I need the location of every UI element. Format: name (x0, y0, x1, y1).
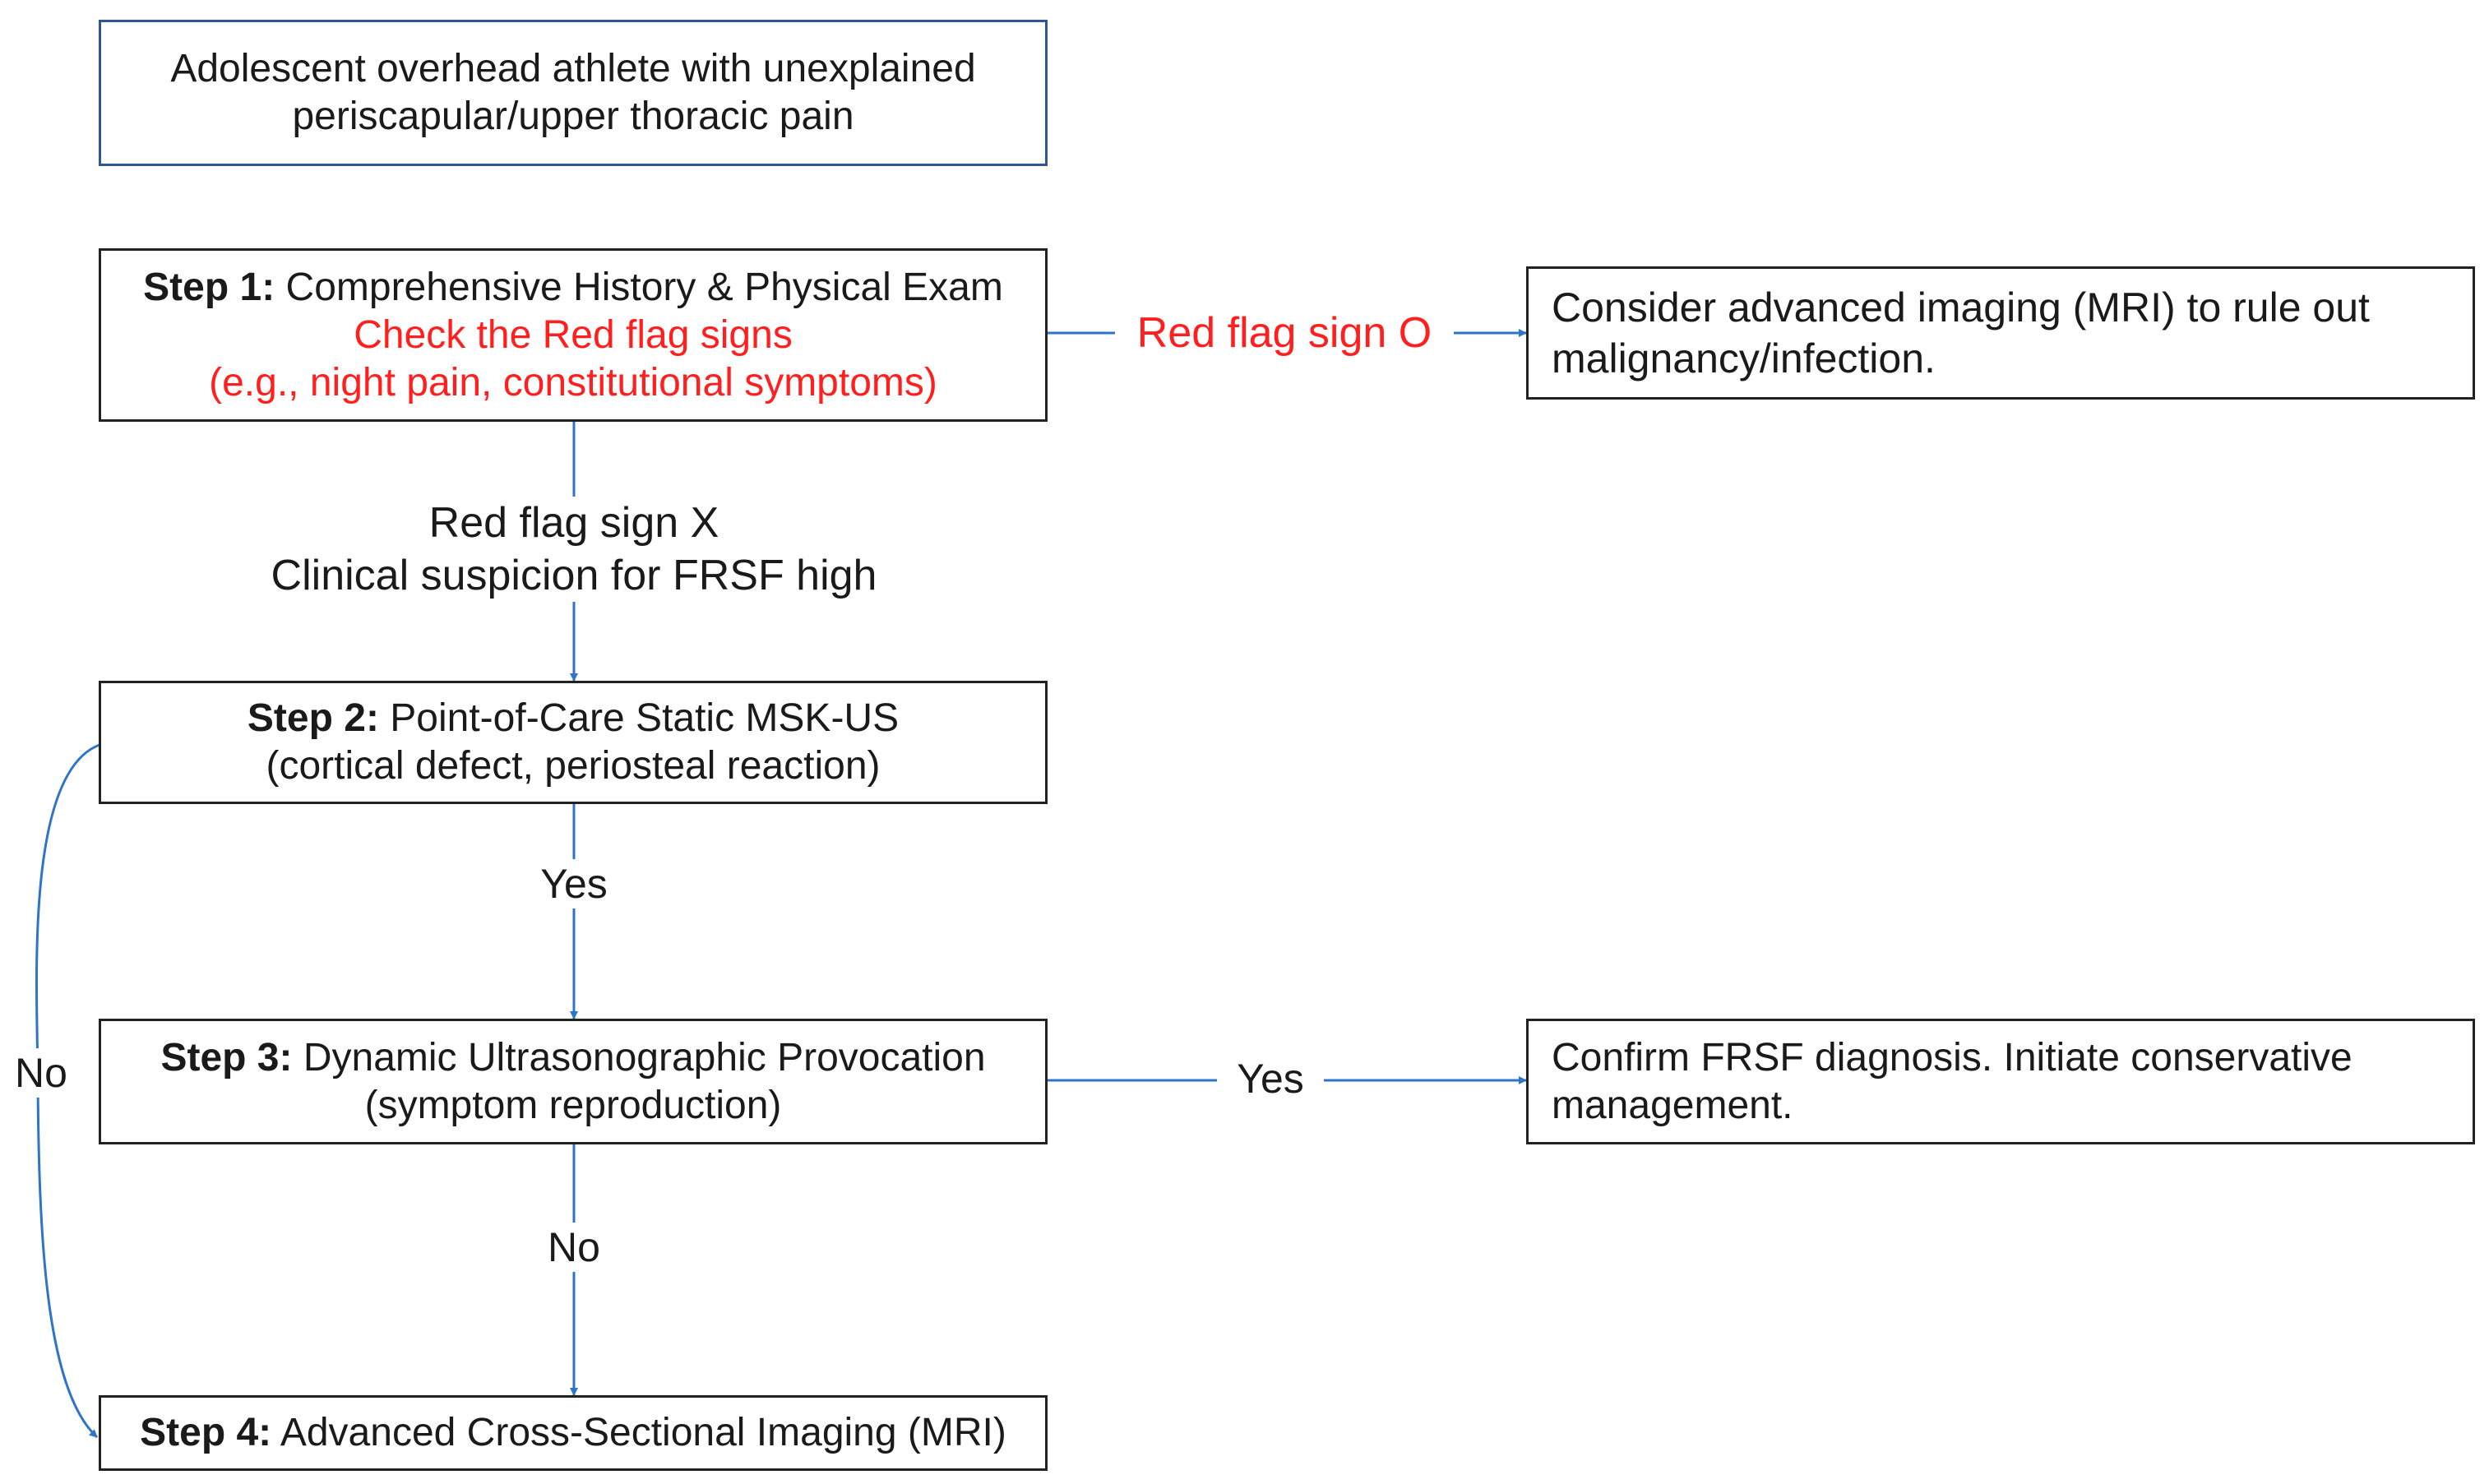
step1-box: Step 1: Comprehensive History & Physical… (99, 248, 1048, 422)
red-flag-x-line1: Red flag sign X (428, 499, 719, 547)
step3-line2: (symptom reproduction) (364, 1083, 782, 1127)
step1-title-line: Step 1: Comprehensive History & Physical… (143, 264, 1003, 312)
step1-title: Comprehensive History & Physical Exam (285, 265, 1003, 309)
step3-box: Step 3: Dynamic Ultrasonographic Provoca… (99, 1019, 1048, 1144)
confirm-line2: management. (1552, 1083, 1793, 1127)
step4-label: Step 4: (140, 1411, 272, 1454)
step3-title: Dynamic Ultrasonographic Provocation (303, 1035, 986, 1079)
confirm-box: Confirm FRSF diagnosis. Initiate conserv… (1526, 1019, 2475, 1144)
step4-title: Advanced Cross-Sectional Imaging (MRI) (280, 1411, 1006, 1454)
start-text-line1: Adolescent overhead athlete with unexpla… (170, 47, 976, 90)
step2-label: Step 2: (247, 696, 379, 740)
start-text-line2: periscapular/upper thoracic pain (292, 95, 854, 138)
step2-title-line: Step 2: Point-of-Care Static MSK-US (248, 695, 899, 742)
step3-title-line: Step 3: Dynamic Ultrasonographic Provoca… (160, 1034, 985, 1082)
redflag-outcome-line2: malignancy/infection. (1552, 335, 1936, 381)
red-flag-o-label: Red flag sign O (1115, 308, 1454, 358)
red-flag-x-line2: Clinical suspicion for FRSF high (271, 552, 877, 599)
confirm-line1: Confirm FRSF diagnosis. Initiate conserv… (1552, 1035, 2353, 1079)
redflag-outcome-line1: Consider advanced imaging (MRI) to rule … (1552, 284, 2370, 331)
red-flag-x-label: Red flag sign X Clinical suspicion for F… (204, 497, 944, 602)
step4-title-line: Step 4: Advanced Cross-Sectional Imaging… (140, 1409, 1006, 1457)
step2-line2: (cortical defect, periosteal reaction) (266, 744, 881, 788)
edge-yes-step3-confirm: Yes (1217, 1054, 1324, 1103)
edge-yes-step2-step3: Yes (516, 859, 632, 908)
redflag-outcome-box: Consider advanced imaging (MRI) to rule … (1526, 266, 2475, 400)
step2-title: Point-of-Care Static MSK-US (390, 696, 900, 740)
step2-box: Step 2: Point-of-Care Static MSK-US (cor… (99, 681, 1048, 804)
edge-no-step3-step4: No (525, 1223, 623, 1272)
step1-red-line2: (e.g., night pain, constitutional sympto… (209, 360, 937, 405)
edge-no-step2-step4: No (0, 1048, 82, 1098)
step1-label: Step 1: (143, 265, 275, 309)
step3-label: Step 3: (160, 1035, 293, 1079)
step4-box: Step 4: Advanced Cross-Sectional Imaging… (99, 1395, 1048, 1471)
step1-red-line1: Check the Red flag signs (354, 312, 793, 357)
start-box: Adolescent overhead athlete with unexpla… (99, 20, 1048, 166)
